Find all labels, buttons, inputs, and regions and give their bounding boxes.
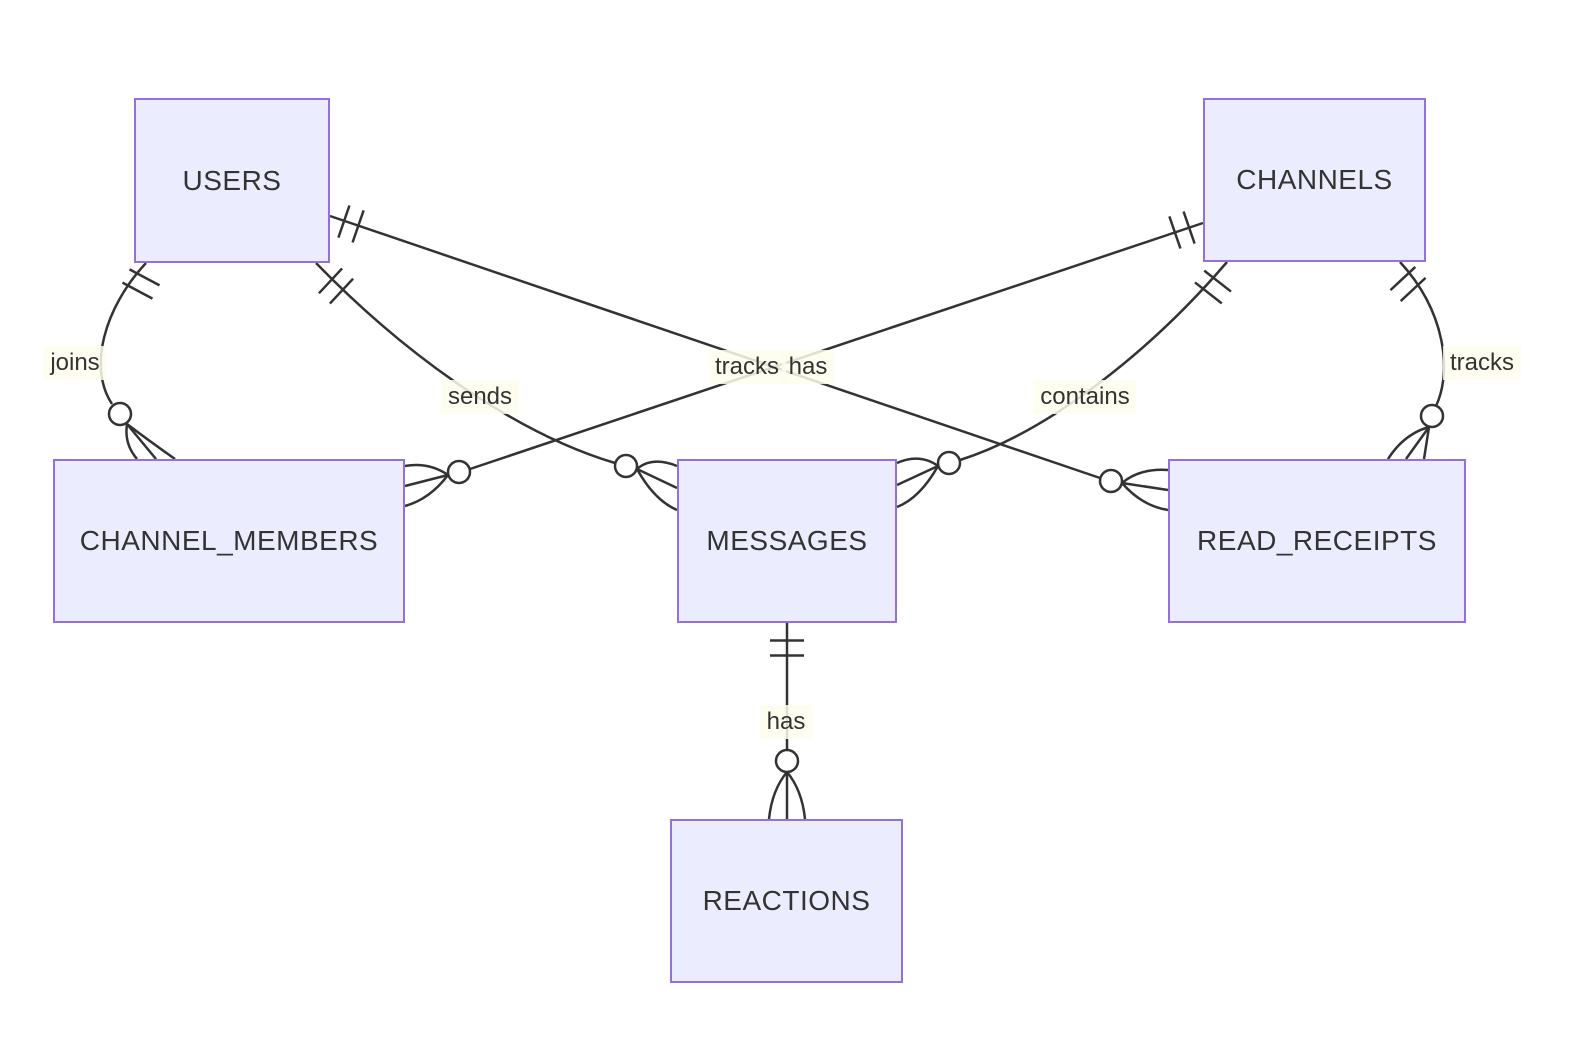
entity-channels-label: CHANNELS <box>1236 164 1393 195</box>
edge-label-channels-tracks-read-receipts: tracks <box>1442 346 1522 380</box>
one-cardinality-ticks <box>1389 266 1427 302</box>
edge-label-users-tracks-read-receipts: tracks <box>707 350 787 384</box>
entity-read-receipts-label: READ_RECEIPTS <box>1197 525 1437 556</box>
edge-label-channels-has-channel-members: has <box>781 350 835 384</box>
entity-users-label: USERS <box>182 164 282 196</box>
zero-or-many-circle <box>1098 468 1124 494</box>
edge-channels-has-channel-members <box>404 211 1204 508</box>
edge-users-joins-channel-members <box>99 262 176 461</box>
one-cardinality-ticks <box>121 268 161 300</box>
zero-or-many-circle <box>774 748 800 774</box>
crow-foot <box>404 463 449 508</box>
one-cardinality-ticks <box>337 205 365 243</box>
entity-reactions: REACTIONS <box>670 819 903 983</box>
edge-label-channels-contains-messages: contains <box>1033 380 1137 414</box>
entity-channels: CHANNELS <box>1203 98 1426 262</box>
entity-reactions-label: REACTIONS <box>702 885 871 916</box>
zero-or-many-circle <box>1419 403 1445 429</box>
edge-label-messages-has-reactions: has <box>759 705 813 739</box>
crow-foot <box>767 771 807 820</box>
entity-messages-label: MESSAGES <box>706 525 868 556</box>
one-cardinality-ticks <box>1194 269 1232 305</box>
one-cardinality-ticks <box>318 267 354 305</box>
zero-or-many-circle <box>936 450 962 476</box>
crow-foot <box>635 460 678 512</box>
crow-foot <box>1121 468 1169 512</box>
edge-users-tracks-read-receipts <box>329 205 1169 512</box>
edge-label-users-sends-messages: sends <box>440 380 520 414</box>
one-cardinality-ticks <box>770 639 804 657</box>
edge-messages-has-reactions <box>767 623 807 820</box>
zero-or-many-circle <box>107 401 133 427</box>
crow-foot <box>125 423 176 461</box>
crow-foot <box>896 457 940 509</box>
edge-channels-tracks-read-receipts <box>1386 261 1446 460</box>
entity-channel-members: CHANNEL_MEMBERS <box>53 459 405 623</box>
one-cardinality-ticks <box>1168 211 1196 249</box>
crow-foot <box>1386 425 1431 460</box>
entity-users: USERS <box>134 98 330 263</box>
edge-label-users-joins-channel-members: joins <box>43 346 107 380</box>
entity-read-receipts: READ_RECEIPTS <box>1168 459 1466 623</box>
edge-users-sends-messages <box>315 262 678 512</box>
zero-or-many-circle <box>446 459 472 485</box>
entity-messages: MESSAGES <box>677 459 897 623</box>
zero-or-many-circle <box>613 453 639 479</box>
entity-channel-members-label: CHANNEL_MEMBERS <box>79 525 379 556</box>
